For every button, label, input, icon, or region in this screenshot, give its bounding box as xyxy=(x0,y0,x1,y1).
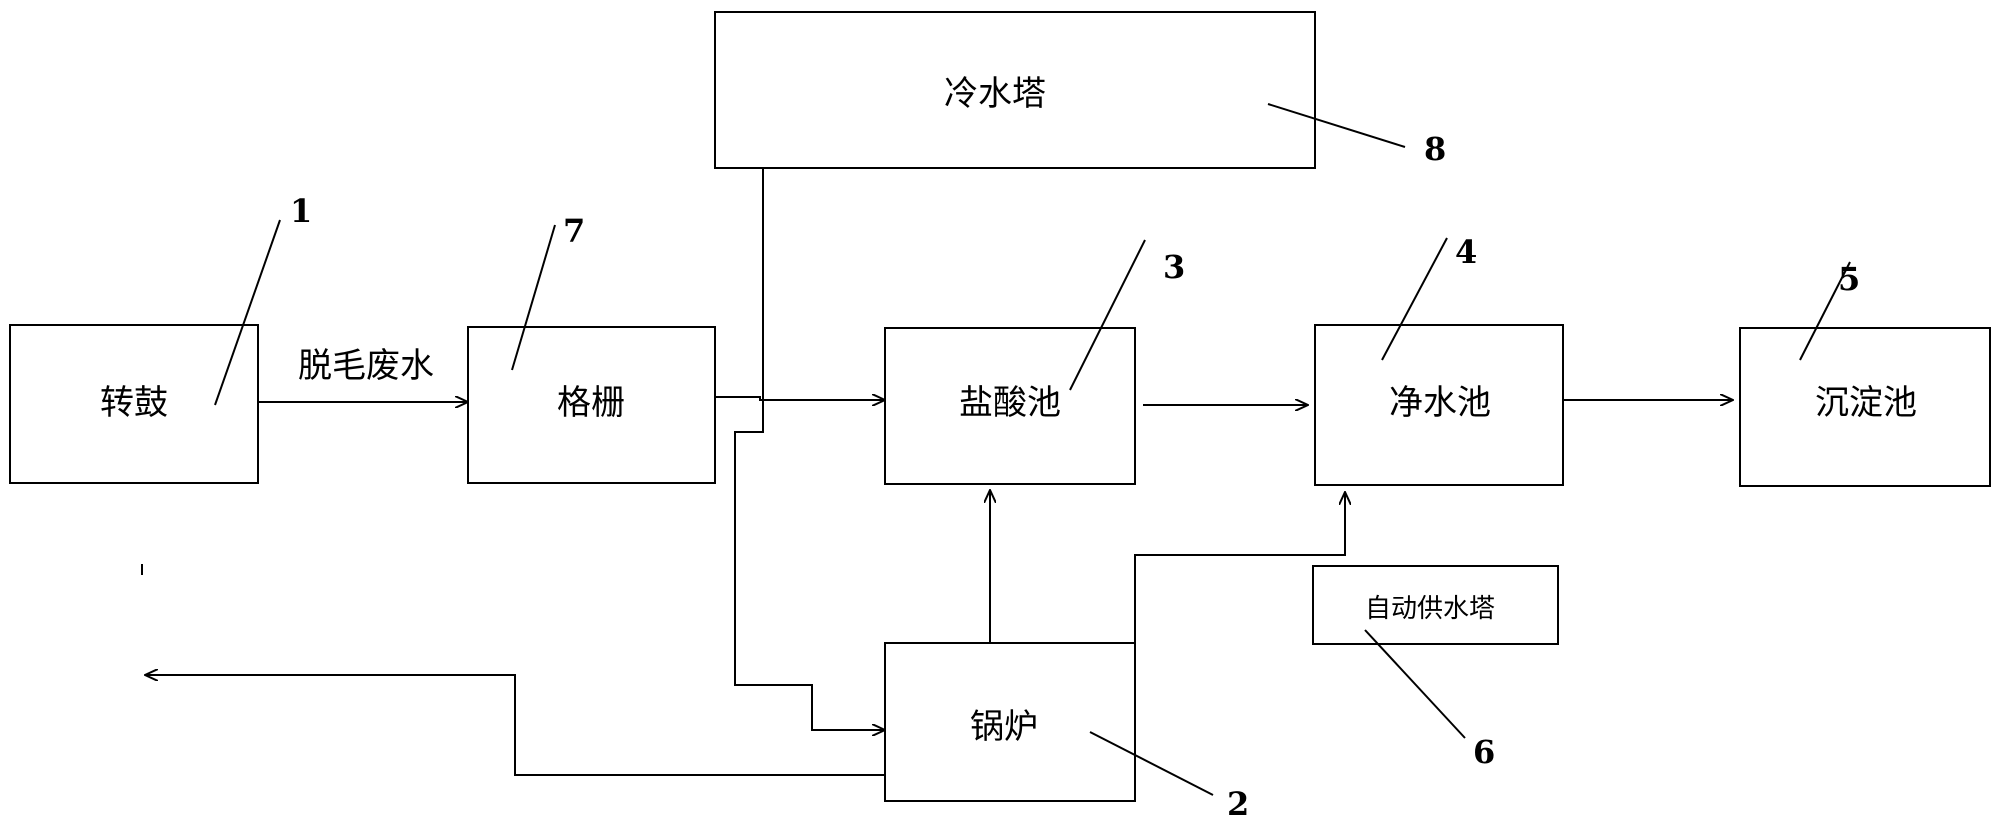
boiler-label: 锅炉 xyxy=(970,707,1038,747)
cooling-tower-label: 冷水塔 xyxy=(944,74,1046,114)
callout-4-leader xyxy=(1381,237,1448,361)
clean-pool-node: 净水池 xyxy=(1314,324,1564,486)
acid-pool-label: 盐酸池 xyxy=(959,383,1061,423)
acid-pool-node: 盐酸池 xyxy=(884,327,1136,485)
grille-label: 格栅 xyxy=(557,383,625,423)
drum-node: 转鼓 xyxy=(9,324,259,484)
callout-6: 6 xyxy=(1473,733,1495,771)
callout-7: 7 xyxy=(563,212,585,250)
arrow-boiler-return-to-drum xyxy=(145,675,885,776)
cooling-tower-box xyxy=(714,11,1316,169)
callout-leaders xyxy=(214,103,1851,796)
arrow-grille-to-acid-pool xyxy=(715,397,885,400)
auto-water-tower-box xyxy=(1312,565,1559,645)
callout-2-leader xyxy=(1089,731,1214,796)
callout-7-leader xyxy=(511,224,556,371)
sediment-pool-box xyxy=(1739,327,1991,487)
acid-pool-box xyxy=(884,327,1136,485)
edge-label-dehairing-wastewater: 脱毛废水 xyxy=(298,346,434,386)
callout-6-leader xyxy=(1364,629,1466,739)
auto-water-tower-label: 自动供水塔 xyxy=(1365,594,1495,624)
callout-8-leader xyxy=(1267,103,1406,148)
callout-numbers: 1 7 3 4 5 8 2 6 xyxy=(290,130,1860,823)
grille-box xyxy=(467,326,716,484)
callout-5: 5 xyxy=(1838,260,1860,298)
callout-1: 1 xyxy=(290,192,312,230)
clean-pool-box xyxy=(1314,324,1564,486)
callout-1-leader xyxy=(214,219,281,406)
callout-4: 4 xyxy=(1455,233,1477,271)
callout-8: 8 xyxy=(1424,130,1446,168)
callout-3: 3 xyxy=(1163,248,1185,286)
cooling-tower-node: 冷水塔 xyxy=(714,11,1316,169)
boiler-box xyxy=(884,642,1136,802)
auto-water-tower-node: 自动供水塔 xyxy=(1312,565,1559,645)
flow-lines xyxy=(141,168,1733,776)
arrow-boiler-to-clean-pool xyxy=(1134,492,1345,700)
callout-2: 2 xyxy=(1227,785,1249,821)
callout-5-leader xyxy=(1799,261,1851,361)
line-cooling-tower-to-boiler xyxy=(734,168,885,730)
grille-node: 格栅 xyxy=(467,326,716,484)
boiler-node: 锅炉 xyxy=(884,642,1136,802)
sediment-pool-label: 沉淀池 xyxy=(1815,383,1917,423)
drum-box xyxy=(9,324,259,484)
drum-label: 转鼓 xyxy=(100,383,168,423)
callout-3-leader xyxy=(1069,239,1146,391)
sediment-pool-node: 沉淀池 xyxy=(1739,327,1991,487)
clean-pool-label: 净水池 xyxy=(1389,383,1491,423)
